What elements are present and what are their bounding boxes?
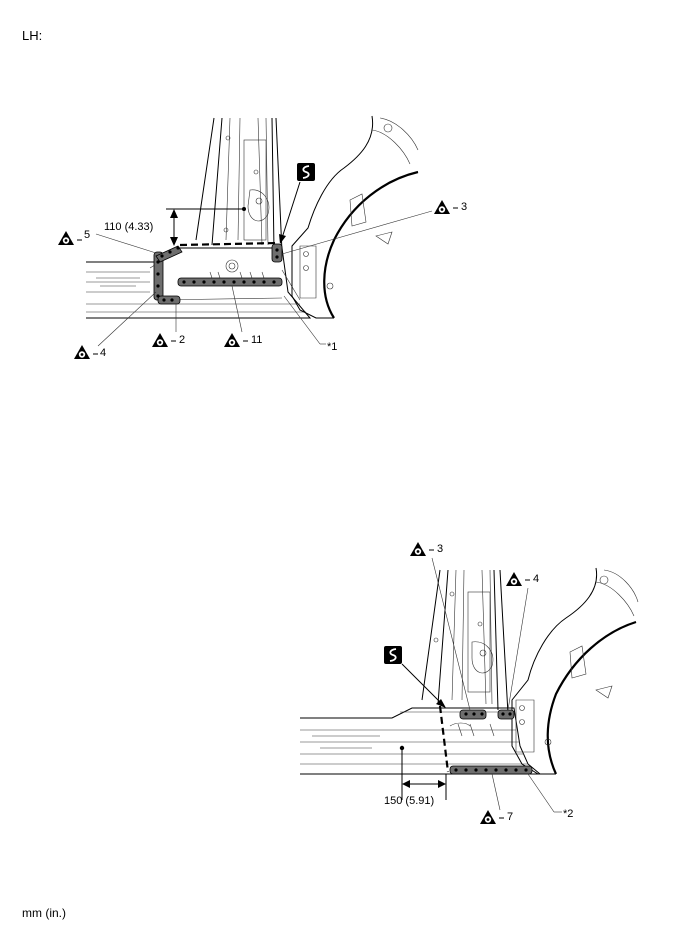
- spot-weld-icon: [506, 572, 522, 586]
- spot-weld-icon: [224, 333, 240, 347]
- rocker-bottom: [300, 707, 542, 775]
- pillar-body-top: [195, 117, 283, 253]
- note-2-bottom: *2: [527, 773, 573, 820]
- callout-5-top: 5: [58, 229, 157, 254]
- spot-weld-icon: [434, 200, 450, 214]
- svg-text:7: 7: [507, 811, 513, 823]
- svg-text:3: 3: [437, 543, 443, 555]
- dimension-label-bottom: 150 (5.91): [384, 795, 434, 807]
- callout-11-top: 11: [224, 285, 262, 347]
- cut-line-icon: [383, 645, 446, 708]
- svg-text:*2: *2: [563, 808, 573, 820]
- spot-weld-icon: [410, 542, 426, 556]
- callout-2-top: 2: [152, 304, 185, 347]
- callout-3-bottom: 3: [410, 542, 471, 711]
- dimension-top: 110 (4.33): [104, 207, 246, 246]
- figure-top: 110 (4.33) 5 3 4 2: [58, 115, 467, 359]
- callout-7-bottom: 7: [480, 773, 513, 824]
- svg-text:4: 4: [100, 347, 106, 359]
- spot-weld-icon: [480, 810, 496, 824]
- note-1-top: *1: [283, 295, 337, 353]
- wheel-arch-top: [291, 115, 419, 319]
- pillar-body-bottom: [421, 569, 509, 715]
- svg-text:*1: *1: [327, 341, 337, 353]
- weld-zones-bottom: [449, 709, 533, 775]
- cut-line-bottom: [438, 705, 450, 773]
- wheel-arch-bottom: [511, 567, 639, 775]
- weld-zones-top: [153, 243, 283, 305]
- spot-weld-icon: [58, 231, 74, 245]
- svg-text:4: 4: [533, 573, 539, 585]
- cut-line-icon: [279, 162, 316, 244]
- side-label: LH:: [22, 28, 43, 43]
- svg-text:3: 3: [461, 201, 467, 213]
- callout-3-top: 3: [281, 200, 467, 255]
- callout-4-top: 4: [74, 291, 157, 359]
- dimension-label-top: 110 (4.33): [104, 221, 153, 233]
- cut-line-top: [179, 241, 279, 247]
- dimension-bottom: 150 (5.91): [384, 745, 447, 807]
- svg-text:5: 5: [84, 229, 90, 241]
- callout-4-bottom: 4: [506, 572, 539, 711]
- figure-bottom: 150 (5.91) 3 4 7 *: [300, 542, 639, 824]
- spot-weld-icon: [152, 333, 168, 347]
- unit-label: mm (in.): [22, 906, 66, 920]
- spot-weld-icon: [74, 345, 90, 359]
- svg-text:2: 2: [179, 334, 185, 346]
- svg-text:11: 11: [251, 334, 262, 346]
